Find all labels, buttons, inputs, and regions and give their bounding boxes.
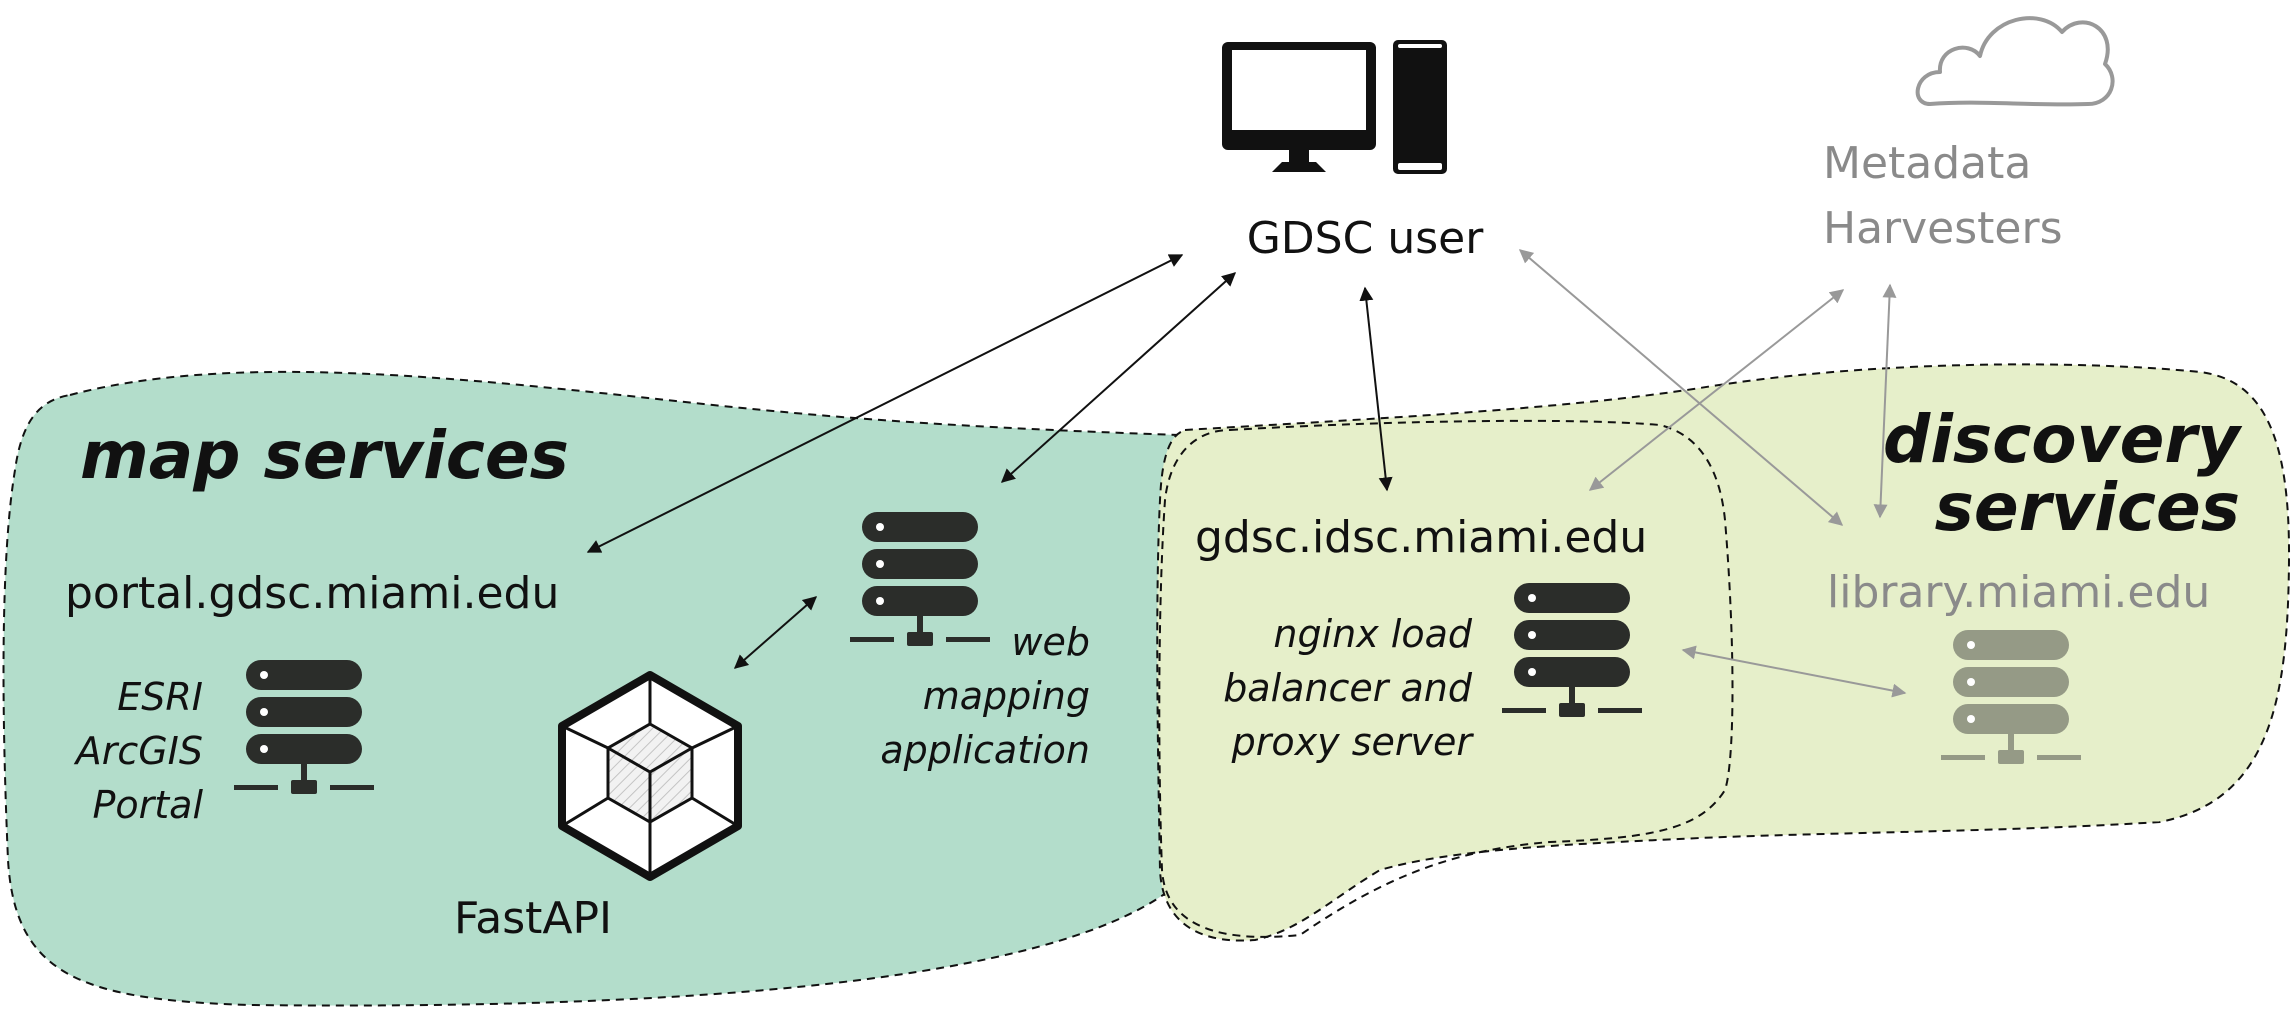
webapp-desc-line2: mapping	[923, 674, 1090, 718]
fastapi-label: FastAPI	[454, 893, 612, 944]
discovery-title-line1: discovery	[1883, 401, 2243, 478]
cloud-icon	[1915, 16, 2115, 107]
phone-icon	[1393, 40, 1447, 174]
gateway-host-label: gdsc.idsc.miami.edu	[1195, 512, 1647, 563]
portal-desc-line2: ArcGIS	[73, 729, 203, 773]
webapp-desc-line1: web	[1011, 620, 1090, 664]
library-host-label: library.miami.edu	[1827, 567, 2210, 618]
harvesters-label-line2: Harvesters	[1823, 203, 2063, 254]
gateway-desc-line1: nginx load	[1273, 612, 1473, 656]
discovery-title-line2: services	[1935, 469, 2240, 546]
gateway-desc-line3: proxy server	[1231, 720, 1475, 764]
portal-host-label: portal.gdsc.miami.edu	[65, 568, 559, 619]
fastapi-cube-icon	[558, 671, 742, 881]
arrow-harvesters-library	[1873, 283, 1897, 519]
map-services-title: map services	[80, 417, 569, 494]
harvesters-label-line1: Metadata	[1823, 138, 2031, 189]
arrow-harvesters-gateway	[1588, 289, 1845, 491]
webapp-desc-line3: application	[880, 728, 1090, 772]
arrow-user-webapp	[1000, 272, 1237, 483]
user-label: GDSC user	[1247, 213, 1484, 264]
arrow-user-gateway	[1359, 286, 1393, 492]
portal-desc-line3: Portal	[92, 783, 203, 827]
portal-desc-line1: ESRI	[117, 675, 203, 719]
arrow-fastapi-webapp	[733, 596, 818, 669]
gateway-desc-line2: balancer and	[1223, 666, 1473, 710]
monitor-icon	[1222, 42, 1376, 172]
arrow-gateway-library	[1681, 645, 1907, 698]
